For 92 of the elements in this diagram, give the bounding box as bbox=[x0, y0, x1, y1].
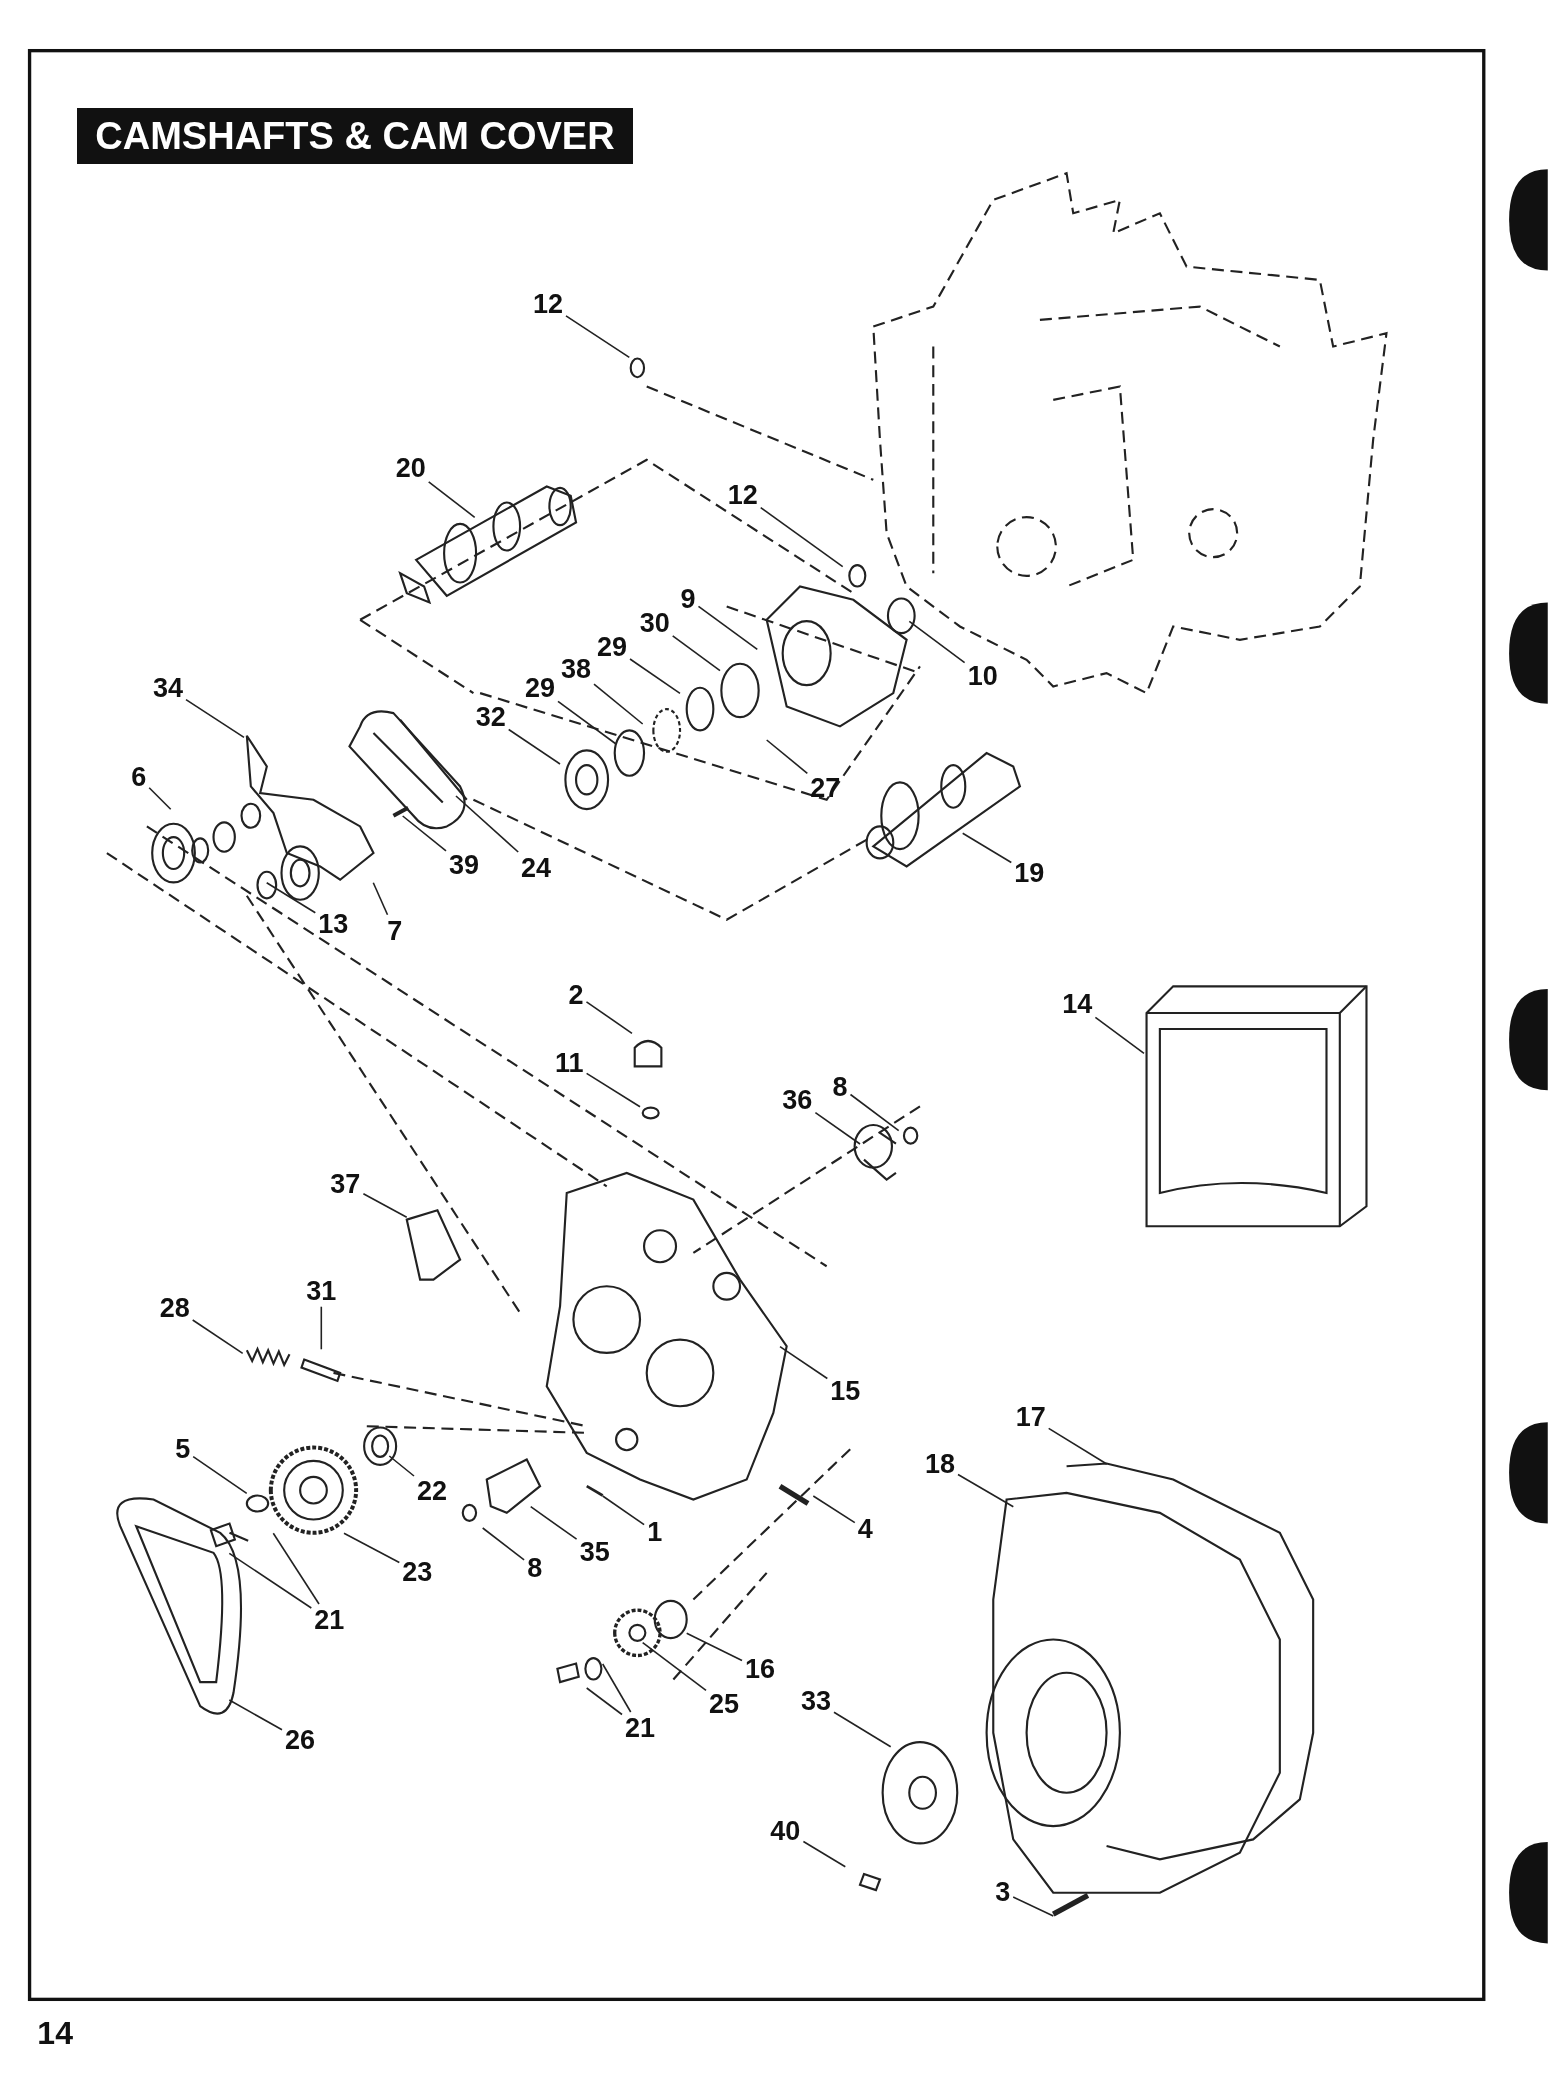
callout-number: 13 bbox=[317, 910, 350, 938]
callout-number: 2 bbox=[567, 980, 585, 1009]
leader-line bbox=[565, 315, 631, 359]
callout-number: 17 bbox=[1014, 1403, 1047, 1432]
section-title: CAMSHAFTS & CAM COVER bbox=[77, 108, 633, 164]
callout-number: 25 bbox=[708, 1690, 740, 1718]
leader-line bbox=[641, 1641, 707, 1692]
leader-line bbox=[481, 1527, 525, 1561]
leader-line bbox=[765, 739, 809, 775]
leader-line bbox=[1047, 1427, 1108, 1465]
leader-line bbox=[601, 1495, 645, 1526]
callout-number: 20 bbox=[394, 454, 427, 482]
leader-line bbox=[585, 1687, 623, 1716]
callout-number: 19 bbox=[1013, 859, 1046, 888]
callout-number: 12 bbox=[726, 480, 759, 509]
leader-line bbox=[228, 1552, 313, 1609]
page-number: 14 bbox=[37, 2016, 73, 2050]
callout-number: 8 bbox=[526, 1554, 544, 1582]
callout-number: 14 bbox=[1061, 990, 1094, 1018]
leader-line bbox=[388, 1455, 415, 1477]
leader-line bbox=[272, 1532, 320, 1605]
callout-number: 27 bbox=[809, 774, 842, 802]
leader-line bbox=[529, 1505, 578, 1540]
callout-number: 22 bbox=[416, 1476, 448, 1505]
callout-number: 38 bbox=[560, 655, 592, 684]
leader-line bbox=[320, 1305, 323, 1351]
callout-number: 29 bbox=[596, 632, 628, 661]
leader-line bbox=[362, 1193, 408, 1219]
callout-number: 23 bbox=[401, 1558, 434, 1586]
callout-number: 33 bbox=[800, 1687, 832, 1716]
callout-number: 18 bbox=[924, 1450, 956, 1478]
leader-line bbox=[585, 1072, 641, 1108]
leader-line bbox=[601, 1663, 632, 1713]
callout-number: 34 bbox=[152, 674, 184, 702]
leader-line bbox=[585, 1001, 633, 1035]
leader-line bbox=[961, 832, 1013, 864]
leader-line bbox=[759, 506, 844, 568]
leader-line bbox=[833, 1711, 892, 1748]
leader-line bbox=[779, 1345, 829, 1380]
callout-number: 11 bbox=[554, 1048, 585, 1077]
leader-line bbox=[372, 881, 389, 916]
callout-number: 29 bbox=[524, 674, 556, 702]
callout-number: 37 bbox=[329, 1170, 362, 1198]
leader-line bbox=[185, 698, 245, 739]
callout-number: 15 bbox=[829, 1376, 862, 1405]
leader-line bbox=[265, 881, 317, 914]
leader-line bbox=[908, 620, 966, 664]
callout-number: 3 bbox=[994, 1878, 1012, 1906]
leader-line bbox=[507, 728, 561, 765]
leader-line bbox=[401, 815, 447, 852]
callout-number: 35 bbox=[578, 1538, 611, 1566]
leader-line bbox=[148, 787, 172, 811]
callout-number: 32 bbox=[474, 703, 507, 732]
callout-number: 21 bbox=[313, 1606, 346, 1634]
leader-line bbox=[455, 795, 519, 853]
leader-line bbox=[957, 1473, 1015, 1508]
callout-number: 10 bbox=[966, 662, 999, 690]
leader-line bbox=[557, 700, 617, 745]
leader-line bbox=[427, 481, 476, 519]
leader-line bbox=[1012, 1896, 1055, 1917]
leader-line bbox=[629, 658, 681, 695]
leader-line bbox=[685, 1632, 743, 1662]
callout-number: 1 bbox=[646, 1518, 664, 1546]
callout-number: 28 bbox=[158, 1294, 191, 1322]
leader-line bbox=[814, 1111, 861, 1145]
callout-number: 4 bbox=[856, 1515, 874, 1544]
leader-line bbox=[1094, 1016, 1145, 1055]
leader-line bbox=[343, 1532, 401, 1564]
callout-number: 6 bbox=[130, 763, 148, 792]
callout-number: 12 bbox=[532, 290, 564, 318]
callout-number: 9 bbox=[679, 584, 697, 613]
callout-number: 5 bbox=[174, 1435, 192, 1464]
callout-number: 36 bbox=[781, 1086, 814, 1114]
callout-number: 24 bbox=[520, 854, 552, 882]
callout-number: 31 bbox=[305, 1276, 338, 1305]
callout-number: 30 bbox=[638, 608, 671, 637]
callout-number: 16 bbox=[744, 1655, 776, 1684]
leader-line bbox=[191, 1319, 244, 1355]
leader-line bbox=[812, 1495, 856, 1524]
leader-line bbox=[228, 1699, 283, 1731]
callout-number: 21 bbox=[624, 1714, 656, 1742]
leader-line bbox=[593, 683, 644, 725]
callout-number: 40 bbox=[769, 1816, 802, 1845]
callout-number: 26 bbox=[284, 1726, 316, 1754]
callout-number: 8 bbox=[831, 1072, 849, 1101]
leader-line bbox=[671, 635, 721, 672]
leader-line bbox=[697, 605, 759, 651]
callout-number: 7 bbox=[386, 916, 404, 945]
leader-line bbox=[849, 1093, 900, 1132]
leader-line bbox=[802, 1840, 847, 1868]
leader-line bbox=[192, 1455, 248, 1495]
callout-number: 39 bbox=[448, 851, 480, 880]
